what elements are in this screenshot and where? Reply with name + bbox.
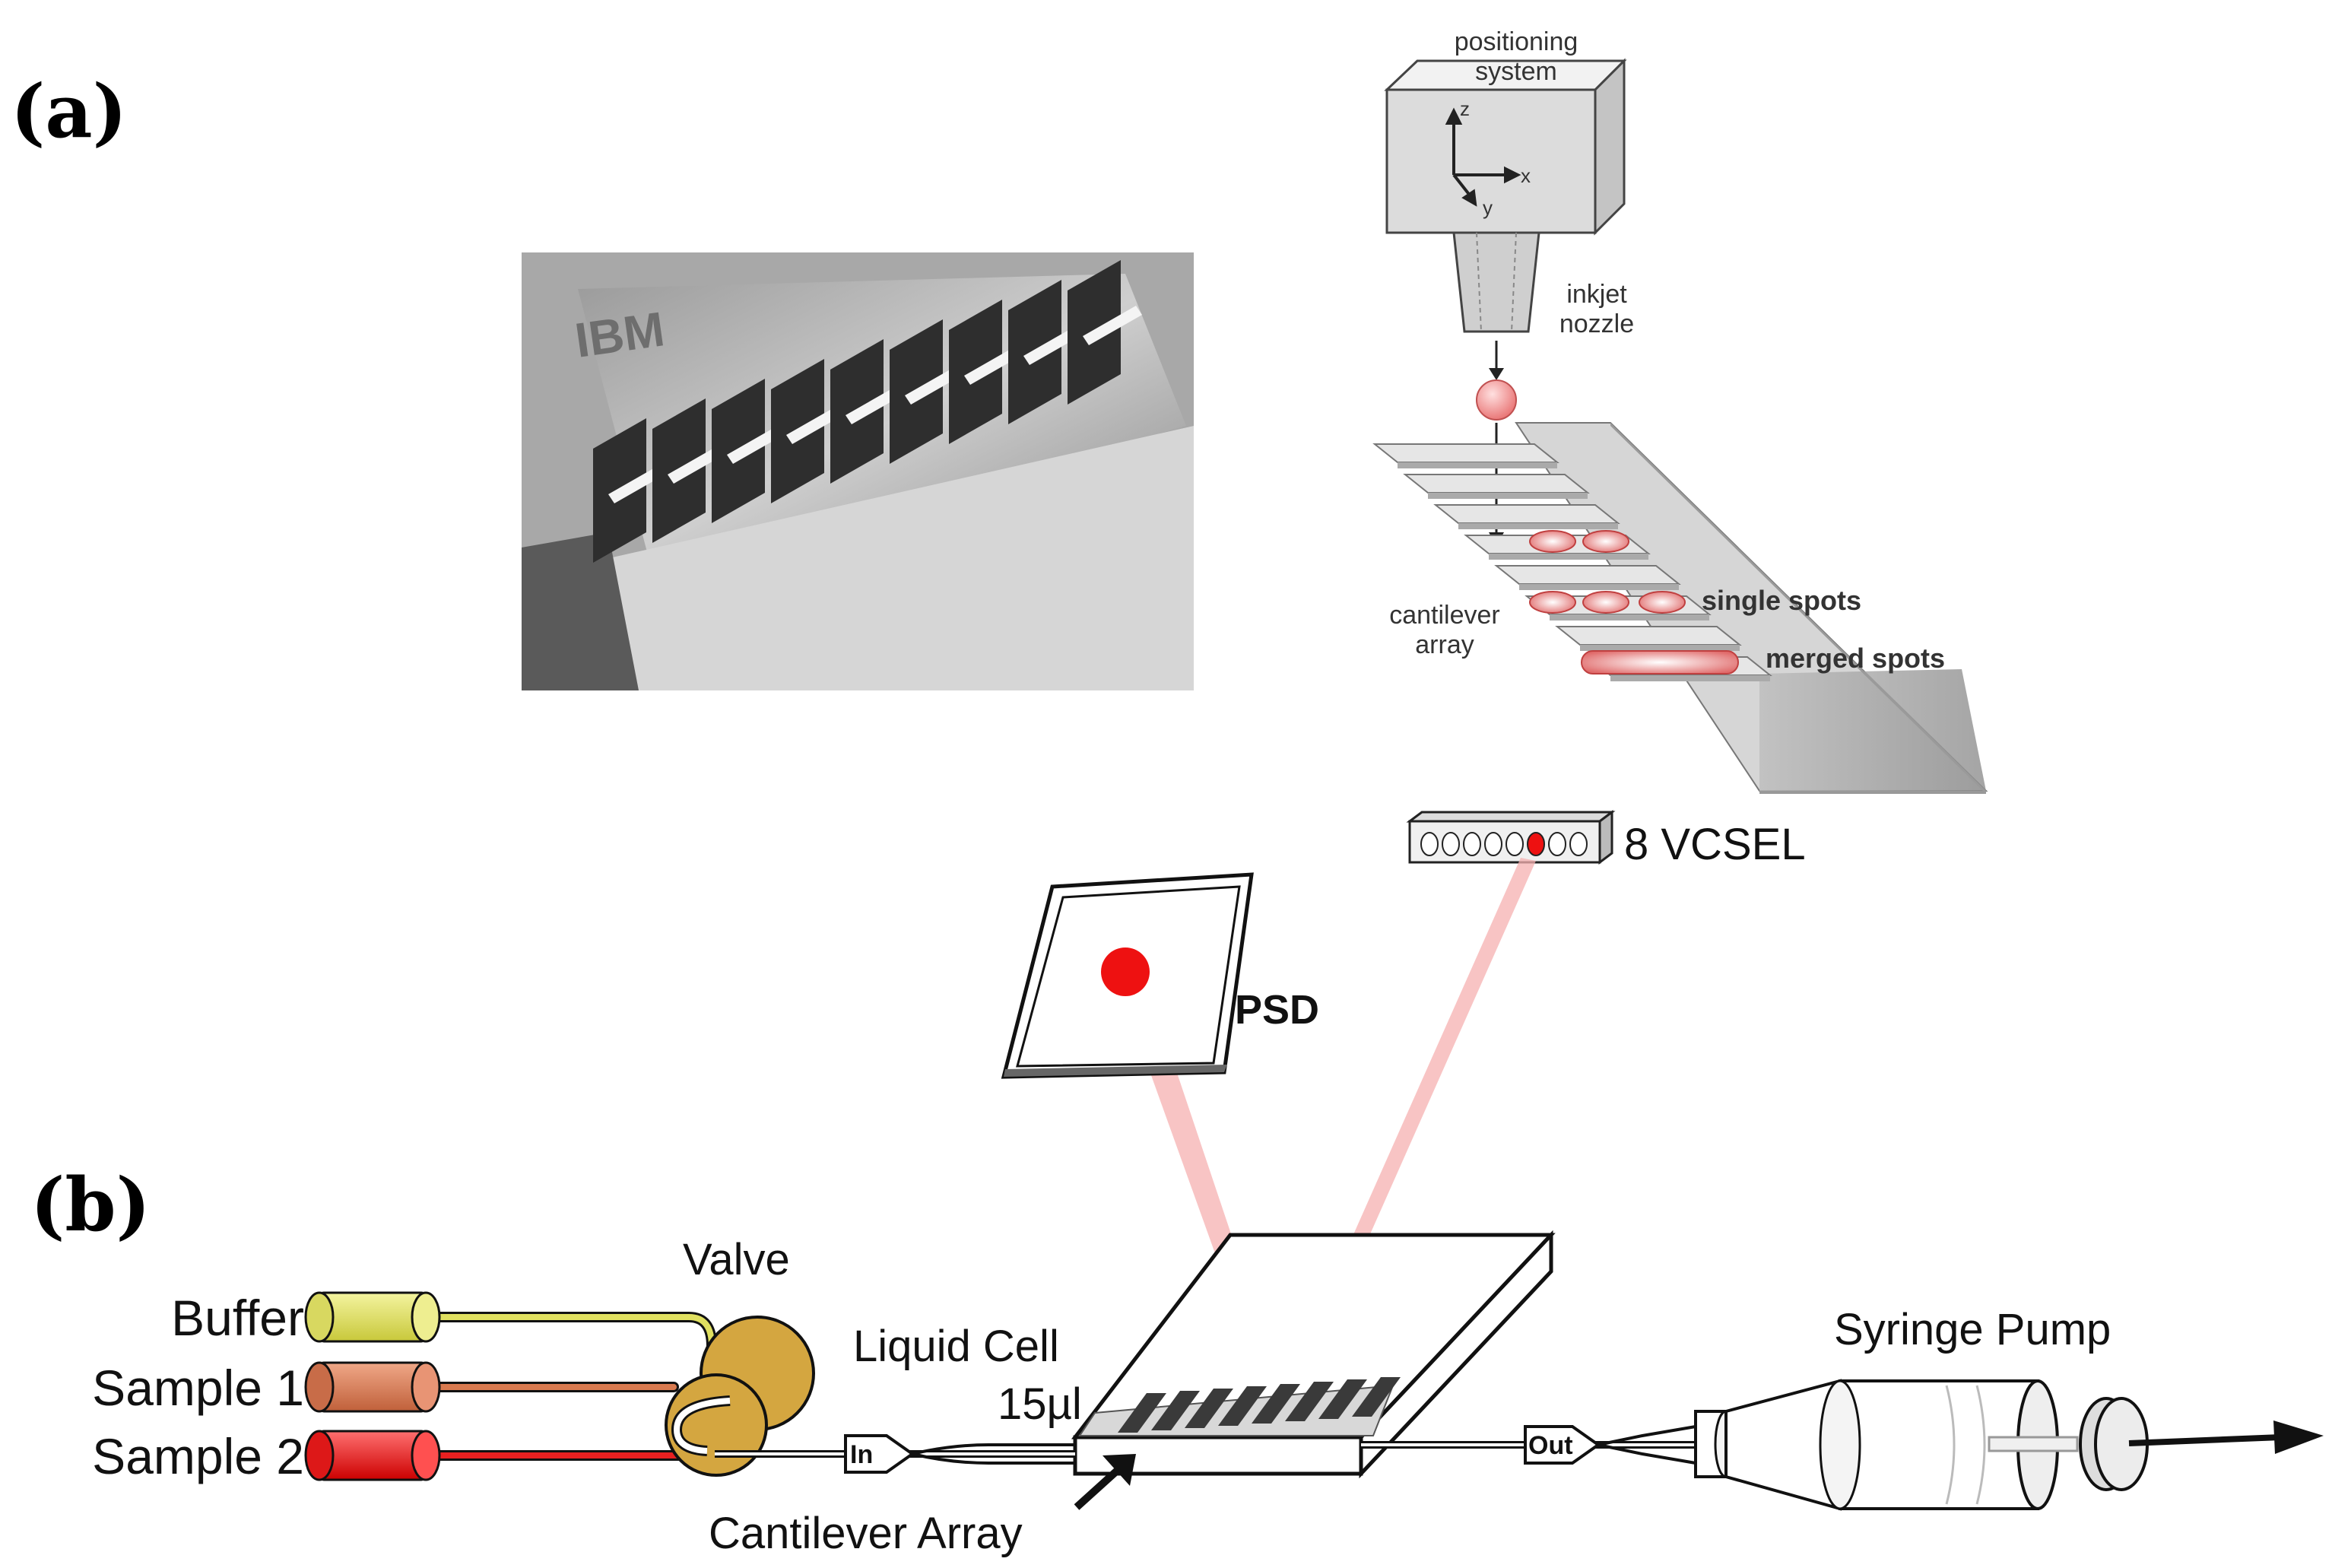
cantilever-beam-edge [1550,614,1709,621]
cantilever-beam [1372,443,1559,463]
inkjet-nozzle [1452,231,1540,333]
liquid-cell-label: Liquid Cell [853,1322,1059,1371]
cell-cantilever [1151,1391,1200,1430]
cantilever-beam-edge [1428,493,1588,499]
volume-label: 15µl [998,1379,1082,1429]
sample2-label: Sample 2 [92,1428,304,1484]
vcsel-emitter [1484,832,1502,856]
vcsel-emitter [1420,832,1439,856]
cell-cantilever [1118,1393,1166,1433]
vcsel-emitter [1569,832,1588,856]
liquid-cell [1071,1230,1556,1479]
xyz-axes-icon [1445,107,1521,207]
sample1-label: Sample 1 [92,1360,304,1416]
axis-z-label: z [1460,97,1470,120]
cantilever-beam [1494,565,1681,585]
sample2-reservoir [304,1430,441,1481]
sem-micrograph: IBM [522,252,1194,690]
psd-laser-spot [1101,947,1150,996]
psd-label: PSD [1235,987,1319,1033]
cell-cantilever [1318,1379,1367,1419]
cantilever-beam [1555,626,1742,646]
merged-spot [1581,650,1739,674]
buffer-label: Buffer [171,1290,304,1346]
cantilever-beam-edge [1580,645,1740,651]
syringe-pump [1694,1379,2149,1511]
cell-cantilever-array [1078,1377,1401,1436]
cell-cantilever [1352,1377,1401,1417]
in-label: In [850,1440,873,1469]
inlet-line [715,1434,1075,1474]
buffer-reservoir [304,1291,441,1343]
outlet-line [1361,1425,1696,1465]
cantilever-beam-edge [1458,523,1618,529]
sample1-reservoir [304,1361,441,1413]
sem-cantilever-coating [1083,306,1142,345]
cantilever-beam-edge [1398,462,1557,468]
axis-x-label: x [1521,164,1531,187]
cantilever-array-pointer-arrow [1074,1454,1136,1510]
cantilever-chip [1515,422,1988,794]
cell-cantilever [1218,1386,1267,1426]
vcsel-emitter [1527,832,1545,856]
cantilever-beam-edge [1519,584,1679,590]
pump-direction-arrow [2128,1420,2324,1454]
merged-spots-label: merged spots [1766,643,1945,674]
valve-label: Valve [683,1235,790,1284]
vcsel-array [1406,810,1616,865]
vcsel-emitter [1548,832,1566,856]
cell-cantilever [1252,1384,1300,1424]
positioning-system-cube [1384,58,1627,236]
vcsel-emitter [1463,832,1481,856]
single-spots-label: single spots [1702,585,1861,616]
cantilever-beam [1403,474,1590,494]
tubing [420,1312,717,1461]
vcsel-label: 8 VCSEL [1624,820,1806,869]
cantilever-beam [1433,504,1620,524]
cantilever-beam-edge [1489,554,1648,560]
panel-b-label: (b) [30,1162,151,1248]
vcsel-emitter [1442,832,1460,856]
cantilever-array-bottom-label: Cantilever Array [709,1509,1023,1558]
cantilever-beam-edge [1610,675,1770,681]
out-label: Out [1528,1431,1573,1460]
sem-logo-text: IBM [572,301,668,368]
cell-cantilever [1285,1382,1334,1421]
cell-cantilever [1185,1389,1233,1428]
vcsel-emitter [1505,832,1524,856]
single-spots [1529,530,1686,614]
axis-y-label: y [1483,196,1493,219]
panel-a-label: (a) [11,68,127,154]
droplet [1476,379,1517,421]
syringe-pump-label: Syringe Pump [1834,1305,2111,1354]
